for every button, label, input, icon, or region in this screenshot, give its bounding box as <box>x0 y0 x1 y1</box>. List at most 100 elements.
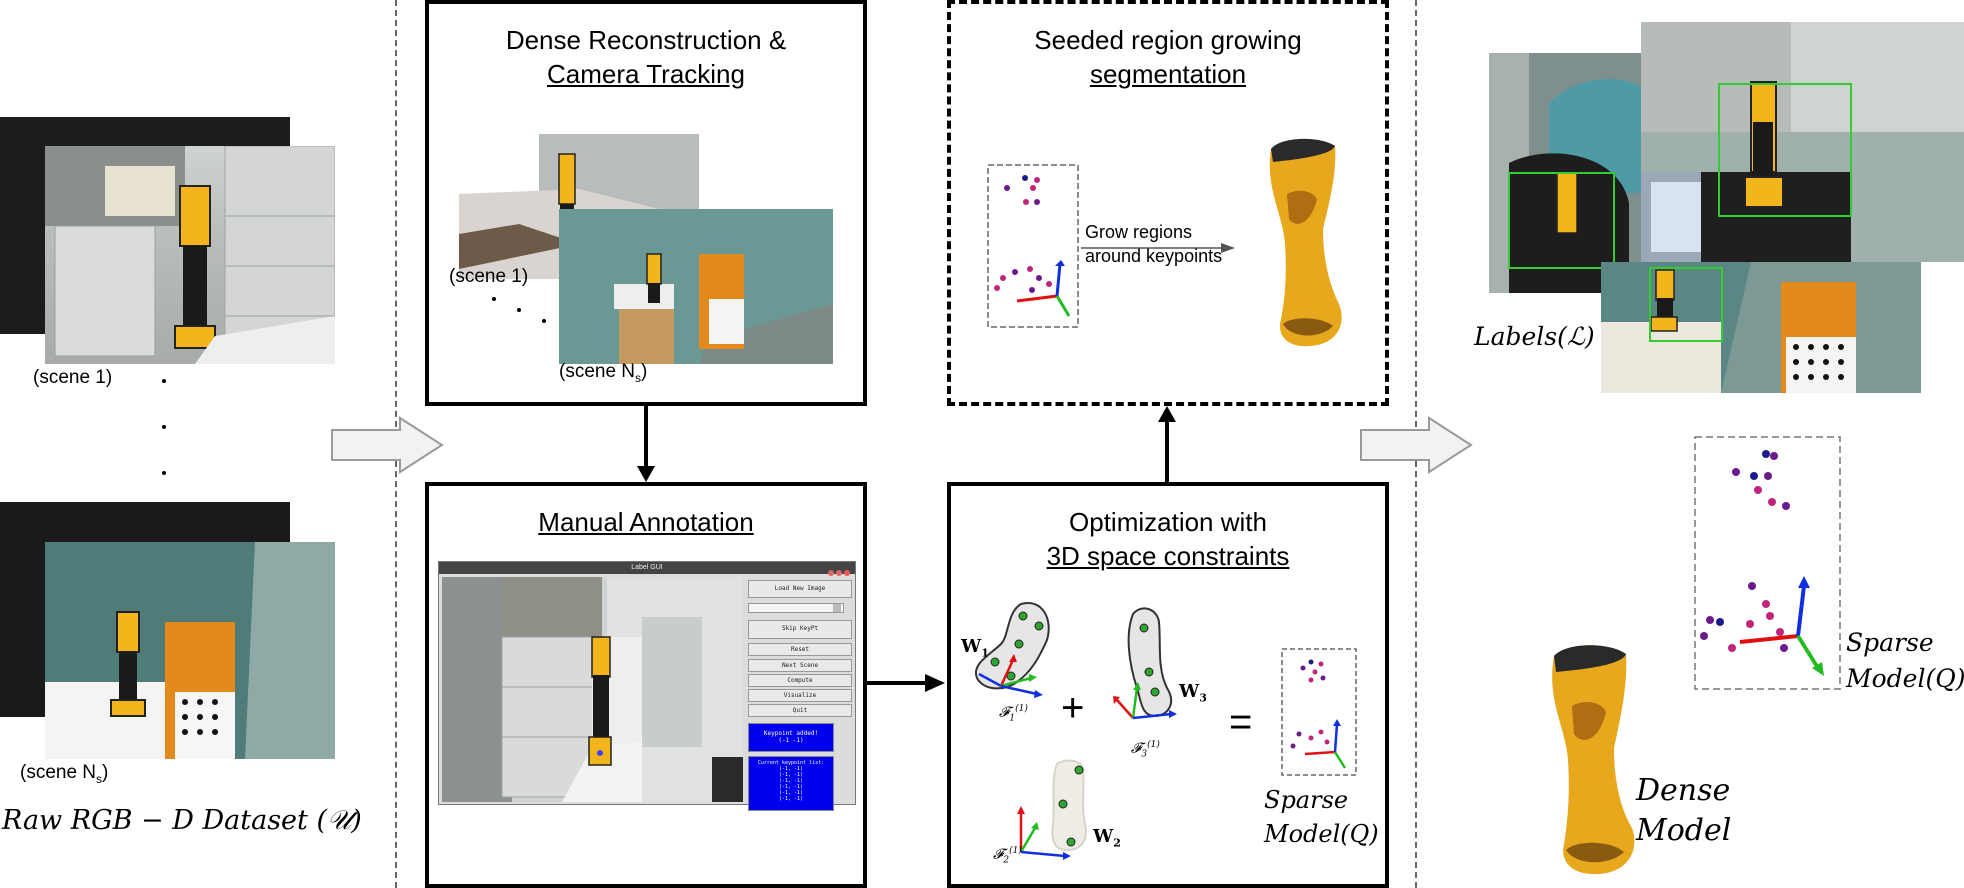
output-sparse-line2: Model(Q) <box>1846 664 1964 693</box>
f1-label: 𝓕1(1) <box>999 704 1028 723</box>
gui-slider[interactable] <box>748 603 844 613</box>
current-list-item: (-1, -1) <box>778 778 804 784</box>
label-image-2 <box>1641 22 1964 262</box>
block-arrow-right <box>1359 416 1475 479</box>
dense-model-line1: Dense <box>1636 773 1731 808</box>
segmented-dense-model <box>1251 134 1351 359</box>
optimization-sparse-line1: Sparse <box>1264 786 1349 814</box>
grow-regions-label-line2: around keypoints <box>1085 246 1223 266</box>
annotation-box: Manual Annotation Label GUI <box>425 482 867 888</box>
region-w1 <box>961 598 1071 723</box>
label-gui-window: Label GUI <box>438 561 856 811</box>
current-list-item: (-1, -1) <box>778 766 804 772</box>
quit-button[interactable]: Quit <box>748 704 852 717</box>
w1-label: W1 <box>961 636 989 660</box>
arrow-annotation-to-optimization <box>867 673 947 698</box>
current-list-item: (-1, -1) <box>778 772 804 778</box>
gui-window-controls[interactable] <box>827 564 851 582</box>
f1-text: 𝓕 <box>999 704 1010 721</box>
gui-window-title: Label GUI <box>631 564 663 571</box>
left-ellipsis-dots <box>160 375 170 490</box>
gui-titlebar: Label GUI <box>439 562 855 576</box>
optimization-sparse-model <box>1281 648 1361 783</box>
output-sparse-line1: Sparse <box>1846 628 1934 657</box>
scene-1-illustration <box>45 146 335 364</box>
dataset-label: Raw RGB − D Dataset (𝒰) <box>2 805 362 836</box>
left-scene-n-close: ) <box>102 762 109 783</box>
block-arrow-left <box>330 416 446 479</box>
optimization-title-line2: 3D space constraints <box>1046 541 1290 571</box>
reconstruction-title-line2: Camera Tracking <box>547 59 745 89</box>
reconstruction-scene-n-sub: s <box>635 370 642 385</box>
label-image-1 <box>1489 53 1649 293</box>
reconstruction-scene-n-label: (scene Ns) <box>559 361 647 385</box>
f3-text: 𝓕 <box>1131 740 1142 757</box>
next-scene-button[interactable]: Next Scene <box>748 659 852 672</box>
current-list-item: (-1, -1) <box>778 784 804 790</box>
left-scene-n-label: (scene Ns) <box>20 762 108 786</box>
gui-controls-panel: Load New Image Skip KeyPt Reset Next Sce… <box>746 577 854 811</box>
region-w2 <box>995 754 1115 879</box>
reconstruction-scene-n-text: (scene N <box>559 361 636 382</box>
keypoint-added-panel: Keypoint added! (-1 -1) <box>748 723 834 752</box>
f3-sup: (1) <box>1147 740 1160 750</box>
reconstruction-title-line1: Dense Reconstruction & <box>505 25 787 55</box>
left-scene-n-sub: s <box>96 771 103 786</box>
current-list-item: (-1, -1) <box>778 790 804 796</box>
segmentation-title-line1: Seeded region growing <box>1034 25 1302 55</box>
keypoint-added-line1: Keypoint added! <box>763 730 819 737</box>
labels-caption: Labels(ℒ) <box>1474 322 1595 351</box>
w3-text: W <box>1179 681 1200 702</box>
f2-sup: (1) <box>1009 846 1022 856</box>
w3-sub: 3 <box>1199 691 1207 705</box>
reconstruction-scene-n-close: ) <box>641 361 648 382</box>
gui-slider-handle[interactable] <box>833 604 841 612</box>
f1-sup: (1) <box>1015 704 1028 714</box>
w1-sub: 1 <box>981 646 989 660</box>
segmentation-title-line2: segmentation <box>1089 59 1247 89</box>
optimization-sparse-line2: Model(Q) <box>1264 820 1379 848</box>
skip-keypt-button[interactable]: Skip KeyPt <box>748 620 852 639</box>
reconstruction-scene-1-label: (scene 1) <box>449 266 529 287</box>
left-scene-n-text: (scene N <box>20 762 97 783</box>
compute-button[interactable]: Compute <box>748 674 852 687</box>
current-keypoint-list-panel: Current keypoint list: (-1, -1) (-1, -1)… <box>748 756 834 811</box>
optimization-box: Optimization with 3D space constraints W… <box>947 482 1389 888</box>
output-dense-model <box>1530 640 1650 885</box>
plus-sign: + <box>1061 686 1085 730</box>
f2-text: 𝓕 <box>993 846 1004 863</box>
f3-label: 𝓕3(1) <box>1131 740 1160 759</box>
region-w3 <box>1111 604 1211 739</box>
f1-sub: 1 <box>1009 713 1016 724</box>
gui-image-view[interactable] <box>442 577 743 802</box>
scene-n-illustration <box>45 542 335 759</box>
segmentation-sparse-keypoints <box>987 164 1087 337</box>
scene-1-image <box>45 146 335 364</box>
arrow-reconstruction-to-annotation <box>636 406 656 489</box>
load-new-image-button[interactable]: Load New Image <box>748 580 852 598</box>
visualize-button[interactable]: Visualize <box>748 689 852 702</box>
left-scene-1-label: (scene 1) <box>33 367 113 388</box>
keypoint-added-line2: (-1 -1) <box>778 737 804 744</box>
w2-text: W <box>1093 826 1114 847</box>
reset-button[interactable]: Reset <box>748 643 852 656</box>
segmentation-box: Seeded region growing segmentation Grow … <box>947 0 1389 406</box>
optimization-title-line1: Optimization with <box>1069 507 1267 537</box>
arrow-optimization-to-segmentation <box>1157 404 1177 489</box>
f3-sub: 3 <box>1141 749 1148 760</box>
grow-regions-label-line1: Grow regions <box>1085 222 1193 242</box>
f2-sub: 2 <box>1003 855 1010 866</box>
output-sparse-model <box>1694 436 1844 697</box>
annotation-title: Manual Annotation <box>538 507 754 537</box>
current-list-item: (-1, -1) <box>778 796 804 802</box>
w3-label: W3 <box>1179 681 1207 705</box>
label-image-3 <box>1601 262 1921 393</box>
reconstruction-dots <box>489 294 569 339</box>
reconstruction-box: Dense Reconstruction & Camera Tracking (… <box>425 0 867 406</box>
current-list-title: Current keypoint list: <box>757 760 825 766</box>
grow-regions-arrow <box>1081 240 1241 261</box>
w2-label: W2 <box>1093 826 1121 850</box>
dense-model-line2: Model <box>1636 813 1732 848</box>
w2-sub: 2 <box>1113 836 1121 850</box>
w1-text: W <box>961 636 982 657</box>
